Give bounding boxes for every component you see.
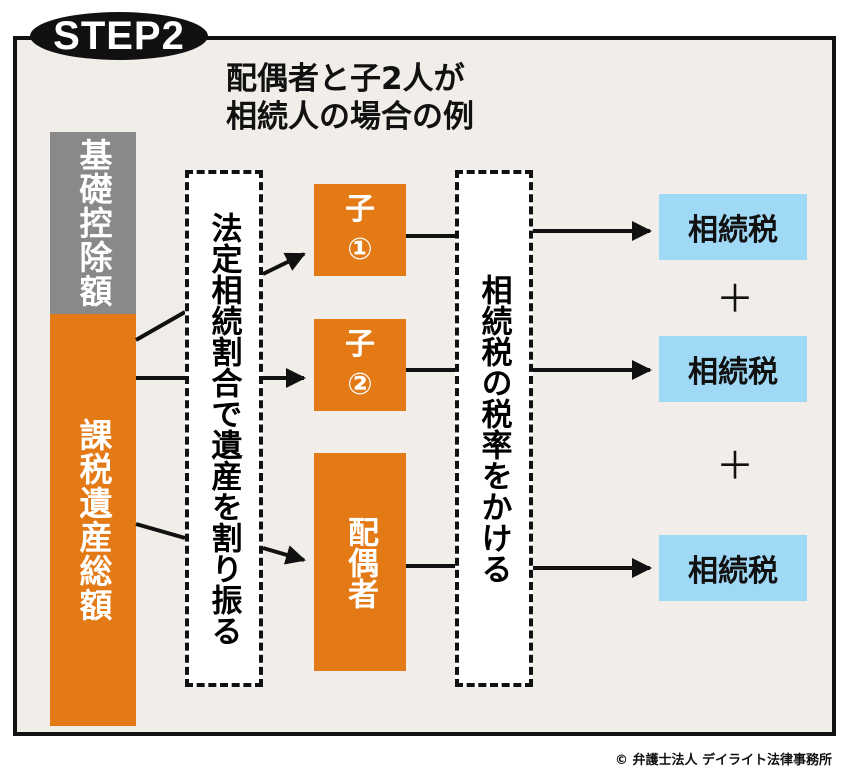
step-badge: STEP2 (30, 12, 208, 60)
inheritance-tax-label-1: 相続税 (688, 213, 778, 248)
taxable-estate-block: 課税遺産総額 (50, 314, 136, 726)
alloc-to-spouse-arrow (262, 545, 306, 565)
heir-spouse: 配偶者 (314, 453, 406, 671)
plus-sign-1: ＋ (716, 277, 755, 321)
copyright-notice: © 弁護士法人 デイライト法律事務所 (614, 753, 832, 768)
caption-line-2: 相続人の場合の例 (226, 99, 474, 135)
inheritance-tax-label-2: 相続税 (688, 355, 778, 390)
heir-child-2: 子 ② (314, 319, 406, 411)
inheritance-tax-box-1: 相続税 (659, 194, 807, 260)
plus-sign-2: ＋ (716, 444, 755, 488)
inheritance-tax-label-3: 相続税 (688, 554, 778, 589)
estate-to-alloc-line-3 (135, 522, 186, 540)
inheritance-tax-box-3: 相続税 (659, 535, 807, 601)
caption-line-1: 配偶者と子2人が (226, 61, 465, 97)
statutory-allocation-box: 法定相続割合で遺産を割り振る (185, 170, 263, 687)
statutory-allocation-label: 法定相続割合で遺産を割り振る (205, 211, 242, 646)
example-caption: 配偶者と子2人が 相続人の場合の例 (226, 60, 474, 136)
inheritance-tax-box-2: 相続税 (659, 336, 807, 402)
estate-to-alloc-line-1 (135, 310, 186, 342)
heir-child-2-number: ② (347, 367, 373, 402)
heir-child-1-label: 子 (345, 192, 375, 227)
basic-deduction-block: 基礎控除額 (50, 132, 136, 314)
heir-child-1-number: ① (347, 232, 373, 267)
basic-deduction-label: 基礎控除額 (74, 138, 113, 308)
heir-child-2-label: 子 (345, 327, 375, 362)
step-label: STEP2 (53, 13, 185, 58)
alloc-to-child1-arrow (262, 252, 306, 276)
heir-spouse-label: 配偶者 (342, 515, 378, 609)
tax-rate-box: 相続税の税率をかける (455, 170, 533, 687)
taxable-estate-label: 課税遺産総額 (74, 418, 113, 622)
tax-rate-label: 相続税の税率をかける (475, 273, 512, 584)
heir-child-1: 子 ① (314, 184, 406, 276)
